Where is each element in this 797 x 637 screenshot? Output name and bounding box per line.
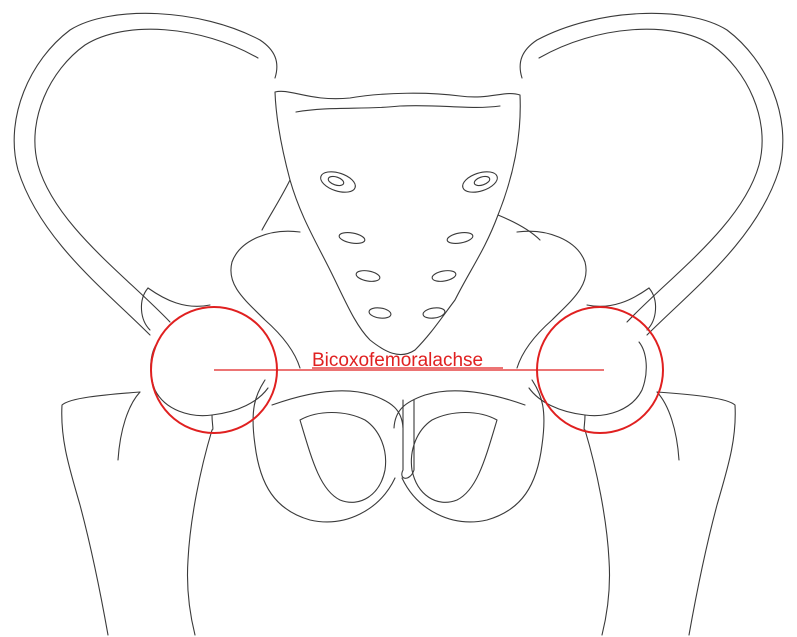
right-ilium [520,13,783,335]
right-femur [529,342,735,635]
sacrum [275,91,520,354]
left-femur [62,342,268,635]
pubis [253,380,544,522]
bicoxofemoral-axis-annotation: Bicoxofemoralachse [151,307,663,433]
pelvic-brim [231,180,586,368]
left-ilium [14,13,277,335]
